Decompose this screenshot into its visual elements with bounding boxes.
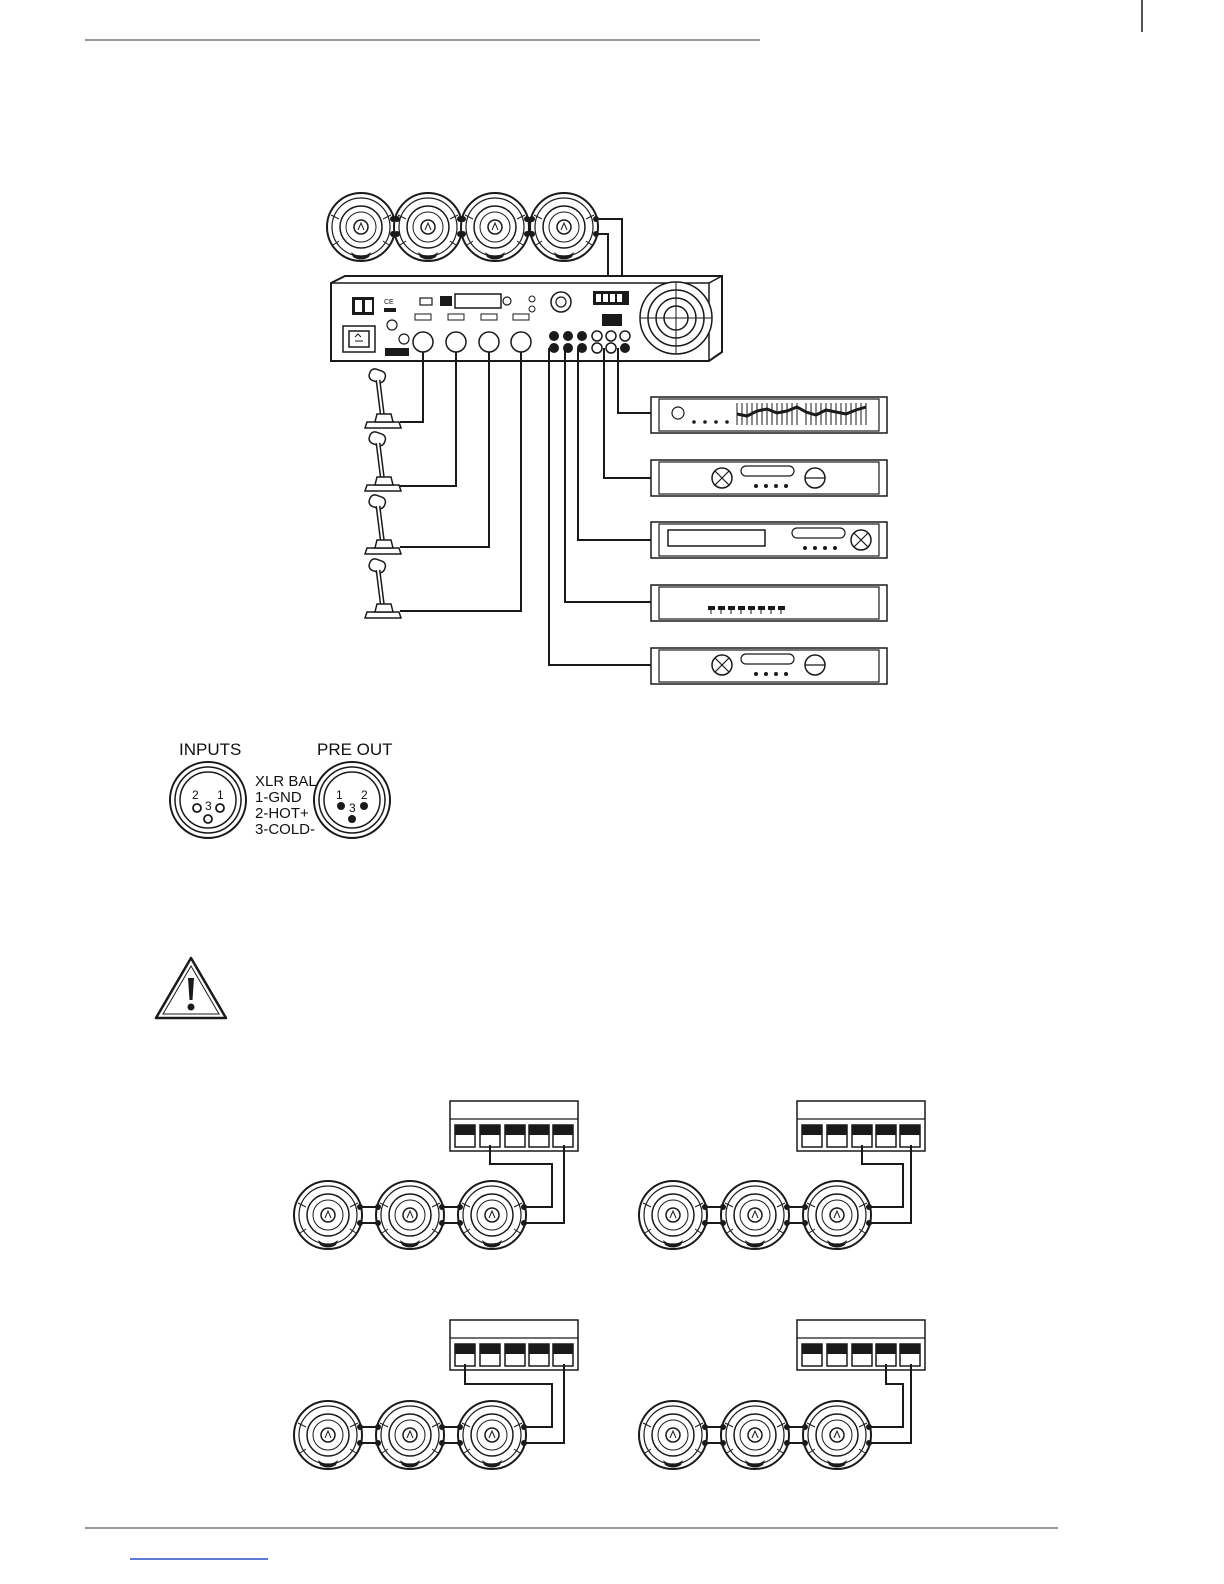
microphone-cables bbox=[400, 352, 521, 611]
terminal-block bbox=[450, 1320, 578, 1370]
xlr-pinout-legend: INPUTS PRE OUT 2 1 3 XLR BAL 1-GND 2-HOT… bbox=[170, 740, 393, 838]
input-pin-2-label: 2 bbox=[192, 788, 199, 802]
wiring-example-1 bbox=[294, 1101, 578, 1249]
line-cables bbox=[549, 348, 651, 665]
main-connection-diagram: CE bbox=[327, 193, 887, 684]
graphic-equalizer-unit bbox=[651, 397, 887, 433]
output-pin-1-label: 1 bbox=[336, 788, 343, 802]
pin1-function-label: 1-GND bbox=[255, 789, 302, 806]
cd-player-unit-2 bbox=[651, 648, 887, 684]
ceiling-speaker-icon bbox=[294, 1401, 362, 1469]
tuner-unit bbox=[651, 522, 887, 558]
pin3-function-label: 3-COLD- bbox=[255, 821, 315, 838]
terminal-block bbox=[797, 1101, 925, 1151]
ceiling-speaker-icon bbox=[639, 1181, 707, 1249]
desk-microphone-icon bbox=[365, 367, 401, 428]
ceiling-speaker-icon bbox=[721, 1181, 789, 1249]
desk-microphone-icon bbox=[365, 430, 401, 491]
cd-player-unit bbox=[651, 460, 887, 496]
wiring-example-4 bbox=[639, 1320, 925, 1469]
desk-microphone-icon bbox=[365, 557, 401, 618]
ceiling-speaker-icon bbox=[461, 193, 529, 261]
ceiling-speaker-icon bbox=[376, 1181, 444, 1249]
output-pin-3-label: 3 bbox=[349, 801, 356, 815]
ceiling-speaker-icon bbox=[394, 193, 462, 261]
amplifier-rear-panel: CE bbox=[331, 276, 722, 361]
pin2-function-label: 2-HOT+ bbox=[255, 805, 309, 822]
pre-out-label: PRE OUT bbox=[317, 740, 393, 759]
ceiling-speaker-icon bbox=[803, 1401, 871, 1469]
ceiling-speaker-icon bbox=[530, 193, 598, 261]
terminal-block bbox=[450, 1101, 578, 1151]
warning-triangle-icon bbox=[156, 958, 226, 1018]
svg-text:CE: CE bbox=[384, 299, 394, 306]
ceiling-speaker-icon bbox=[294, 1181, 362, 1249]
wiring-example-3 bbox=[294, 1320, 578, 1469]
xlr-output-connector-icon: 1 2 3 bbox=[314, 762, 390, 838]
ceiling-speaker-icon bbox=[458, 1181, 526, 1249]
wiring-example-2 bbox=[639, 1101, 925, 1249]
xlr-input-connector-icon: 2 1 3 bbox=[170, 762, 246, 838]
ceiling-speaker-icon bbox=[639, 1401, 707, 1469]
ceiling-speaker-icon bbox=[327, 193, 395, 261]
ceiling-speaker-icon bbox=[721, 1401, 789, 1469]
input-pin-1-label: 1 bbox=[217, 788, 224, 802]
desk-microphone-icon bbox=[365, 493, 401, 554]
terminal-block bbox=[797, 1320, 925, 1370]
ceiling-speaker-icon bbox=[458, 1401, 526, 1469]
ceiling-speaker-icon bbox=[803, 1181, 871, 1249]
ceiling-speaker-icon bbox=[376, 1401, 444, 1469]
inputs-label: INPUTS bbox=[179, 740, 241, 759]
xlr-type-label: XLR BAL bbox=[255, 773, 317, 790]
input-pin-3-label: 3 bbox=[205, 799, 212, 813]
output-pin-2-label: 2 bbox=[361, 788, 368, 802]
mixer-unit bbox=[651, 585, 887, 621]
